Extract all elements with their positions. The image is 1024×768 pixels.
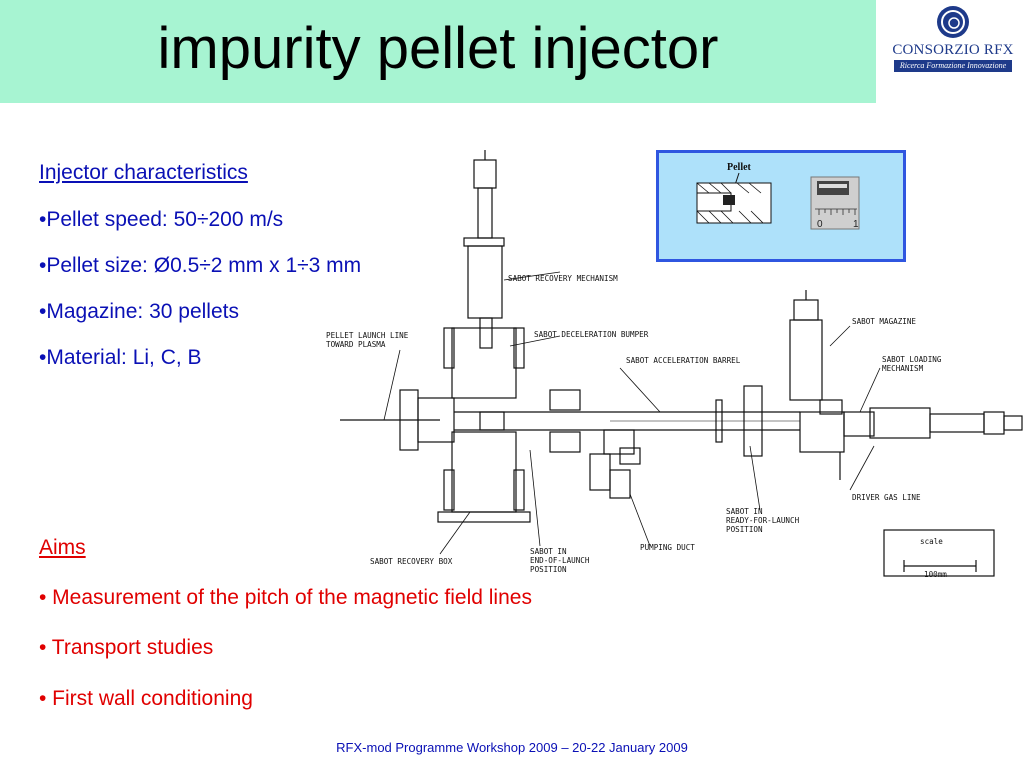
pellet-photo: Pellet 0 1	[696, 162, 860, 230]
diagram-label: PUMPING DUCT	[640, 543, 695, 552]
diagram-label: SABOT DECELERATION BUMPER	[534, 330, 649, 339]
pellet-photo-box: Pellet 0 1	[656, 150, 906, 262]
scale-label: scale	[920, 537, 943, 546]
characteristic-item: •Magazine: 30 pellets	[39, 300, 239, 323]
diagram-label: TOWARD PLASMA	[326, 340, 386, 349]
diagram-label: SABOT RECOVERY BOX	[370, 557, 453, 566]
aims-heading: Aims	[39, 536, 86, 559]
slide-title: impurity pellet injector	[157, 16, 719, 81]
consorzio-rfx-logo: CONSORZIO RFX Ricerca Formazione Innovaz…	[888, 4, 1018, 76]
aim-item: • Measurement of the pitch of the magnet…	[39, 586, 532, 609]
characteristic-item: •Material: Li, C, B	[39, 346, 202, 369]
diagram-label: SABOT MAGAZINE	[852, 317, 916, 326]
pellet-label: Pellet	[727, 162, 752, 173]
characteristic-item: •Pellet size: Ø0.5÷2 mm x 1÷3 mm	[39, 254, 362, 277]
diagram-label: MECHANISM	[882, 364, 924, 373]
aim-item: • First wall conditioning	[39, 687, 253, 710]
logo-name: CONSORZIO RFX	[892, 42, 1014, 58]
title-bar	[0, 0, 876, 103]
diagram-label: POSITION	[530, 565, 567, 574]
ruler-number: 1	[853, 219, 859, 230]
injector-technical-drawing: SABOT RECOVERY MECHANISM PELLET LAUNCH L…	[326, 150, 1023, 579]
scale-value: 100mm	[924, 570, 947, 579]
diagram-label: SABOT RECOVERY MECHANISM	[508, 274, 618, 283]
ruler-number: 0	[817, 219, 823, 230]
rfx-logo-icon	[937, 6, 969, 38]
logo-tagline: Ricerca Formazione Innovazione	[894, 60, 1012, 72]
diagram-label: SABOT IN	[726, 507, 763, 516]
diagram-label: PELLET LAUNCH LINE	[326, 331, 409, 340]
diagram-label: SABOT ACCELERATION BARREL	[626, 356, 741, 365]
aim-item: • Transport studies	[39, 636, 214, 659]
diagram-label: SABOT LOADING	[882, 355, 942, 364]
diagram-label: READY-FOR-LAUNCH	[726, 516, 800, 525]
diagram-label: END-OF-LAUNCH	[530, 556, 590, 565]
diagram-label: DRIVER GAS LINE	[852, 493, 921, 502]
characteristics-heading: Injector characteristics	[39, 161, 248, 184]
diagram-label: SABOT IN	[530, 547, 567, 556]
characteristic-item: •Pellet speed: 50÷200 m/s	[39, 208, 284, 231]
diagram-label: POSITION	[726, 525, 763, 534]
slide-footer: RFX-mod Programme Workshop 2009 – 20-22 …	[336, 740, 688, 755]
